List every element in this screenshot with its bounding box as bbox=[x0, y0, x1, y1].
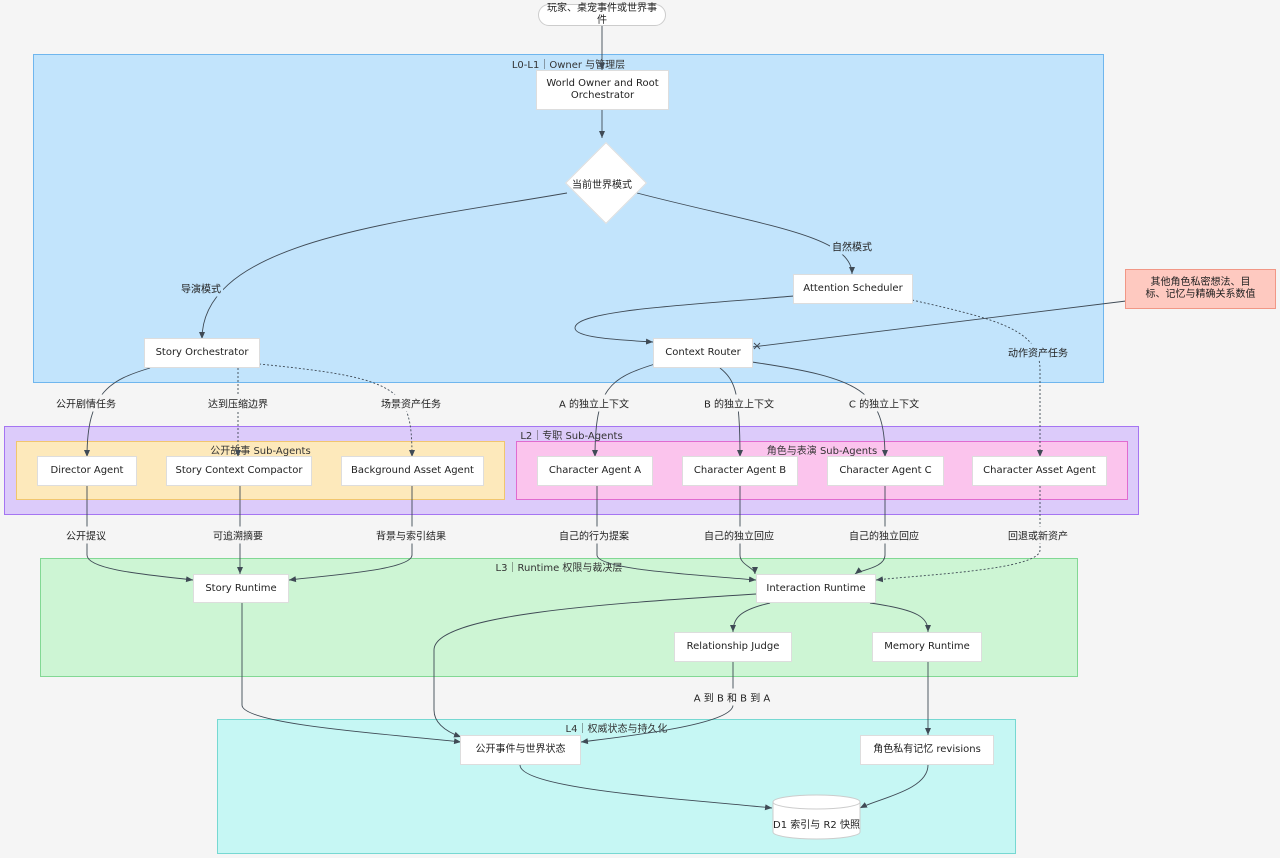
layer-l0-l1-title: L0-L1｜Owner 与管理层 bbox=[511, 60, 626, 71]
background-asset-agent-node: Background Asset Agent bbox=[341, 456, 484, 486]
private-info-node: 其他角色私密想法、目标、记忆与精确关系数值 bbox=[1125, 269, 1276, 309]
edge-label-motion-asset-task: 动作资产任务 bbox=[1006, 343, 1070, 361]
attention-scheduler-node: Attention Scheduler bbox=[793, 274, 913, 304]
root-orchestrator-node: World Owner and Root Orchestrator bbox=[536, 70, 669, 110]
edge-charb-interaction bbox=[739, 486, 758, 575]
edge-publicstate-storage bbox=[519, 764, 773, 811]
edge-label-natural-mode: 自然模式 bbox=[830, 237, 874, 255]
edge-interaction-publicstate bbox=[433, 593, 757, 738]
edge-label-own-response-c: 自己的独立回应 bbox=[847, 526, 921, 544]
edge-storyorch-director bbox=[84, 367, 151, 458]
edge-label-fallback-new-asset: 回退或新资产 bbox=[1006, 526, 1070, 544]
edge-charc-interaction bbox=[854, 486, 886, 575]
character-agent-c-node: Character Agent C bbox=[827, 456, 944, 486]
edge-label-context-a: A 的独立上下文 bbox=[556, 394, 632, 412]
edge-label-scene-asset-task: 场景资产任务 bbox=[379, 394, 443, 412]
character-asset-agent-node: Character Asset Agent bbox=[972, 456, 1107, 486]
edge-context-charc bbox=[751, 361, 888, 458]
edge-label-compress-boundary: 达到压缩边界 bbox=[206, 394, 270, 412]
edge-label-traceable-summary: 可追溯摘要 bbox=[211, 526, 265, 544]
story-orchestrator-node: Story Orchestrator bbox=[144, 338, 260, 368]
edge-label-a-to-b: A 到 B 和 B 到 A bbox=[691, 688, 773, 706]
layer-l3-title: L3｜Runtime 权限与裁决层 bbox=[495, 563, 623, 574]
edge-label-own-action-proposal: 自己的行为提案 bbox=[557, 526, 631, 544]
mode-diamond-label: 当前世界模式 bbox=[572, 180, 632, 191]
input-event-node: 玩家、桌宠事件或世界事件 bbox=[538, 3, 666, 26]
storage-label: D1 索引与 R2 快照 bbox=[773, 820, 860, 831]
director-agent-node: Director Agent bbox=[37, 456, 137, 486]
role-subagents-title: 角色与表演 Sub-Agents bbox=[766, 446, 878, 457]
edge-label-context-b: B 的独立上下文 bbox=[701, 394, 777, 412]
edge-privatememory-storage bbox=[859, 764, 929, 809]
edge-interaction-relationship bbox=[730, 602, 771, 633]
edge-label-public-plot-task: 公开剧情任务 bbox=[54, 394, 118, 412]
edge-label-context-c: C 的独立上下文 bbox=[846, 394, 922, 412]
character-agent-a-node: Character Agent A bbox=[537, 456, 653, 486]
edge-private-context bbox=[751, 300, 1127, 348]
edge-label-own-response-b: 自己的独立回应 bbox=[702, 526, 776, 544]
edge-label-public-proposal: 公开提议 bbox=[64, 526, 108, 544]
edge-director-storyruntime bbox=[86, 486, 194, 583]
story-context-compactor-node: Story Context Compactor bbox=[166, 456, 312, 486]
edge-interaction-memory bbox=[869, 602, 931, 633]
layer-l4-title: L4｜权威状态与持久化 bbox=[565, 724, 668, 735]
memory-runtime-node: Memory Runtime bbox=[872, 632, 982, 662]
edge-attention-charasset bbox=[911, 299, 1043, 457]
story-runtime-node: Story Runtime bbox=[193, 574, 289, 603]
story-subagents-title: 公开故事 Sub-Agents bbox=[210, 446, 311, 457]
edge-context-chara bbox=[592, 363, 656, 458]
edge-mode-attention bbox=[636, 192, 855, 275]
edge-label-bg-index-result: 背景与索引结果 bbox=[374, 526, 448, 544]
edge-mode-story-orch bbox=[199, 192, 568, 340]
interaction-runtime-node: Interaction Runtime bbox=[756, 574, 876, 603]
edge-context-charb bbox=[719, 367, 743, 458]
edge-attention-context bbox=[574, 295, 795, 345]
edge-charasset-interaction bbox=[875, 486, 1041, 583]
character-agent-b-node: Character Agent B bbox=[682, 456, 798, 486]
relationship-judge-node: Relationship Judge bbox=[674, 632, 792, 662]
storage-cylinder bbox=[772, 794, 861, 840]
public-state-node: 公开事件与世界状态 bbox=[460, 735, 581, 765]
layer-l2-title: L2｜专职 Sub-Agents bbox=[520, 431, 623, 442]
context-router-node: Context Router bbox=[653, 338, 753, 368]
edge-label-director-mode: 导演模式 bbox=[179, 279, 223, 297]
private-memory-node: 角色私有记忆 revisions bbox=[860, 735, 994, 765]
edge-relationship-publicstate bbox=[580, 662, 734, 745]
edge-bgasset-storyruntime bbox=[288, 486, 413, 583]
edge-storyorch-bgasset bbox=[258, 363, 415, 458]
edge-chara-interaction bbox=[596, 486, 757, 583]
cross-mark-b bbox=[753, 342, 761, 350]
edge-storyruntime-publicstate bbox=[241, 603, 462, 745]
